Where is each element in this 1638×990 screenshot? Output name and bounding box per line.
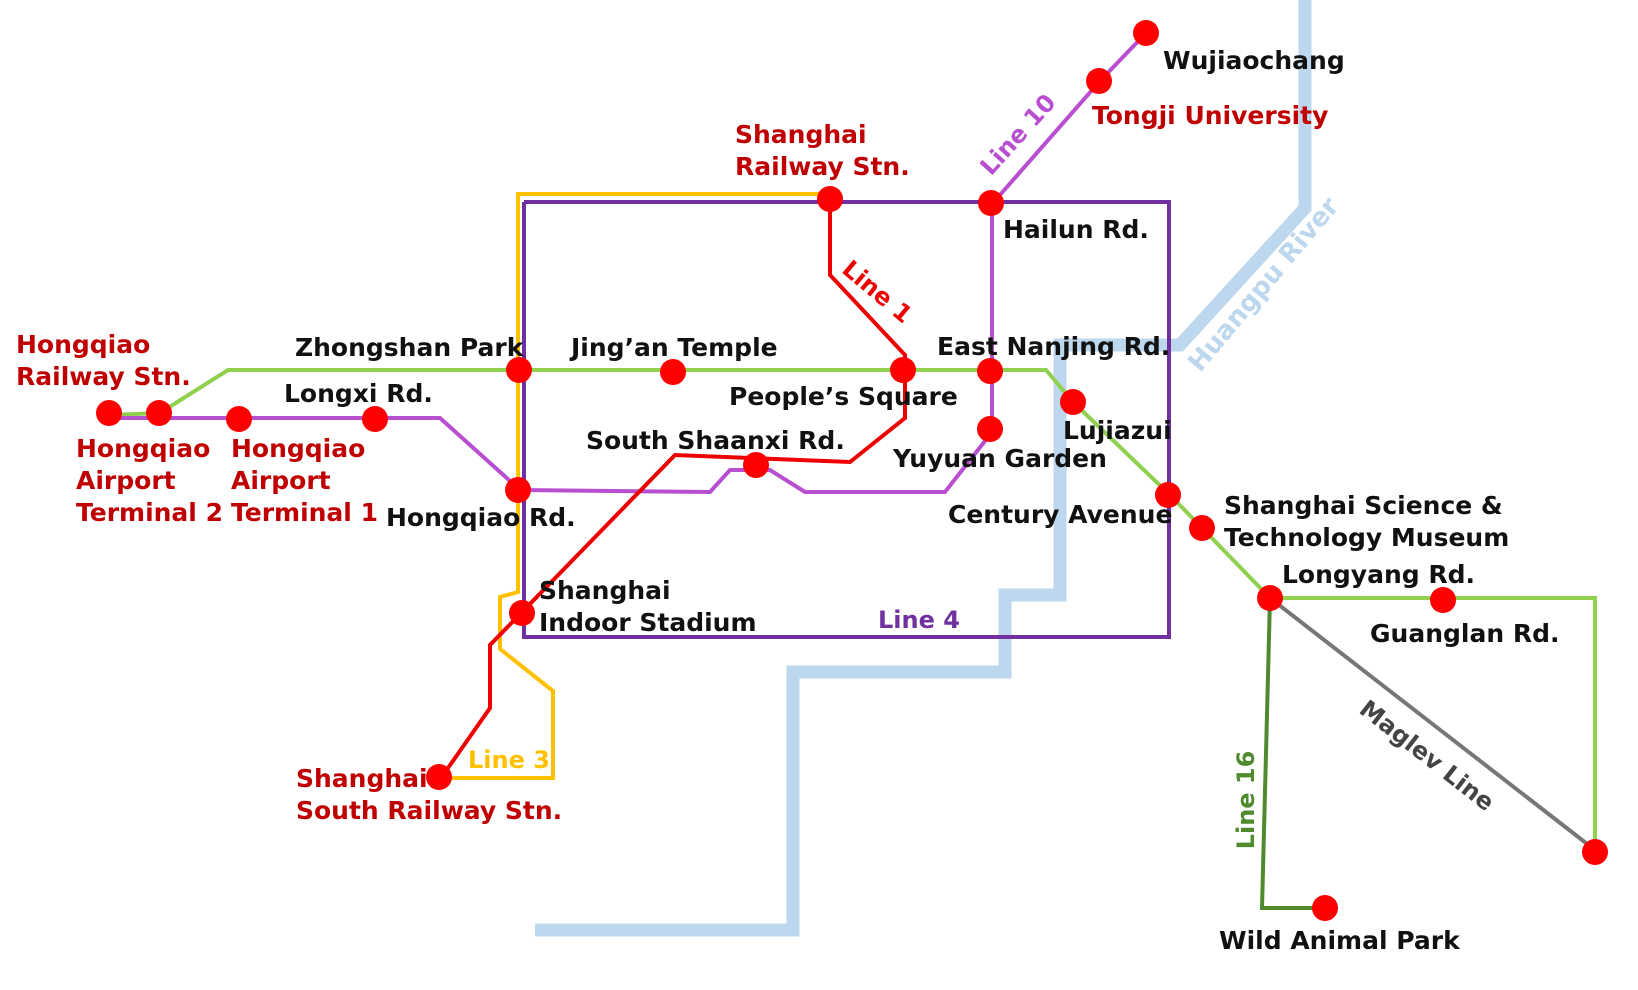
river-label: Huangpu River bbox=[1182, 192, 1345, 378]
label-tongji-university: Tongji University bbox=[1092, 101, 1328, 130]
label-sstm-1: Shanghai Science & bbox=[1224, 491, 1503, 520]
line-16-label: Line 16 bbox=[1232, 751, 1260, 850]
station-shanghai-south-railway[interactable] bbox=[426, 764, 452, 790]
station-longxi-rd[interactable] bbox=[362, 406, 388, 432]
label-jingan-temple: Jing’an Temple bbox=[569, 333, 778, 362]
label-hongqiao-railway-1: Hongqiao bbox=[16, 330, 150, 359]
station-south-shaanxi-rd[interactable] bbox=[743, 452, 769, 478]
line-10-track bbox=[110, 31, 1148, 495]
station-hailun-rd[interactable] bbox=[978, 190, 1004, 216]
line-4-label: Line 4 bbox=[878, 606, 960, 634]
station-shanghai-indoor-stadium[interactable] bbox=[509, 600, 535, 626]
label-east-nanjing-rd: East Nanjing Rd. bbox=[937, 332, 1170, 361]
station-jingan-temple[interactable] bbox=[660, 359, 686, 385]
label-shanghai-railway-1: Shanghai bbox=[735, 120, 867, 149]
label-hq-t2-3: Terminal 2 bbox=[76, 498, 223, 527]
label-hongqiao-rd: Hongqiao Rd. bbox=[386, 503, 576, 532]
station-wild-animal-park[interactable] bbox=[1312, 895, 1338, 921]
label-indoor-stadium-1: Shanghai bbox=[539, 576, 671, 605]
label-zhongshan-park: Zhongshan Park bbox=[295, 333, 525, 362]
station-pudong-airport[interactable] bbox=[1582, 839, 1608, 865]
station-hongqiao-airport-t2[interactable] bbox=[146, 400, 172, 426]
station-century-avenue[interactable] bbox=[1155, 482, 1181, 508]
label-peoples-square: People’s Square bbox=[729, 382, 958, 411]
station-peoples-square[interactable] bbox=[890, 357, 916, 383]
label-wujiaochang: Wujiaochang bbox=[1163, 46, 1345, 75]
label-shanghai-railway-2: Railway Stn. bbox=[735, 152, 910, 181]
line-10-label: Line 10 bbox=[975, 89, 1062, 181]
maglev-line-track bbox=[1268, 596, 1597, 852]
label-hongqiao-railway-2: Railway Stn. bbox=[16, 362, 191, 391]
label-sstm-2: Technology Museum bbox=[1224, 523, 1509, 552]
label-hailun-rd: Hailun Rd. bbox=[1003, 215, 1149, 244]
label-yuyuan-garden: Yuyuan Garden bbox=[892, 444, 1107, 473]
station-shanghai-science-technology-museum[interactable] bbox=[1189, 515, 1215, 541]
label-indoor-stadium-2: Indoor Stadium bbox=[539, 608, 757, 637]
line-1-track bbox=[439, 200, 907, 780]
station-guanglan-rd[interactable] bbox=[1430, 587, 1456, 613]
station-zhongshan-park[interactable] bbox=[506, 357, 532, 383]
station-shanghai-railway[interactable] bbox=[817, 186, 843, 212]
label-hq-t1-2: Airport bbox=[231, 466, 331, 495]
station-longyang-rd[interactable] bbox=[1257, 585, 1283, 611]
label-hq-t2-2: Airport bbox=[76, 466, 176, 495]
label-hq-t1-3: Terminal 1 bbox=[231, 498, 378, 527]
station-wujiaochang[interactable] bbox=[1133, 20, 1159, 46]
station-tongji-university[interactable] bbox=[1086, 68, 1112, 94]
label-hq-t2-1: Hongqiao bbox=[76, 434, 210, 463]
station-yuyuan-garden[interactable] bbox=[977, 416, 1003, 442]
station-east-nanjing-rd[interactable] bbox=[977, 358, 1003, 384]
label-south-railway-2: South Railway Stn. bbox=[296, 796, 562, 825]
label-south-railway-1: Shanghai bbox=[296, 764, 428, 793]
label-lujiazui: Lujiazui bbox=[1063, 416, 1172, 445]
stations bbox=[96, 20, 1608, 921]
huangpu-river bbox=[535, 0, 1312, 937]
line-3-track bbox=[441, 192, 835, 780]
label-hq-t1-1: Hongqiao bbox=[231, 434, 365, 463]
maglev-line-label: Maglev Line bbox=[1354, 695, 1499, 817]
label-south-shaanxi-rd: South Shaanxi Rd. bbox=[586, 426, 845, 455]
station-lujiazui[interactable] bbox=[1060, 389, 1086, 415]
station-hongqiao-airport-t1[interactable] bbox=[226, 406, 252, 432]
label-wild-animal-park: Wild Animal Park bbox=[1219, 926, 1461, 955]
label-guanglan-rd: Guanglan Rd. bbox=[1370, 619, 1559, 648]
label-longxi-rd: Longxi Rd. bbox=[284, 379, 433, 408]
line-16-track bbox=[1259, 597, 1325, 910]
station-hongqiao-railway[interactable] bbox=[96, 400, 122, 426]
label-longyang-rd: Longyang Rd. bbox=[1282, 560, 1475, 589]
line-3-label: Line 3 bbox=[468, 746, 550, 774]
line-1-label: Line 1 bbox=[837, 255, 918, 329]
station-hongqiao-rd[interactable] bbox=[505, 477, 531, 503]
label-century-avenue: Century Avenue bbox=[948, 500, 1172, 529]
